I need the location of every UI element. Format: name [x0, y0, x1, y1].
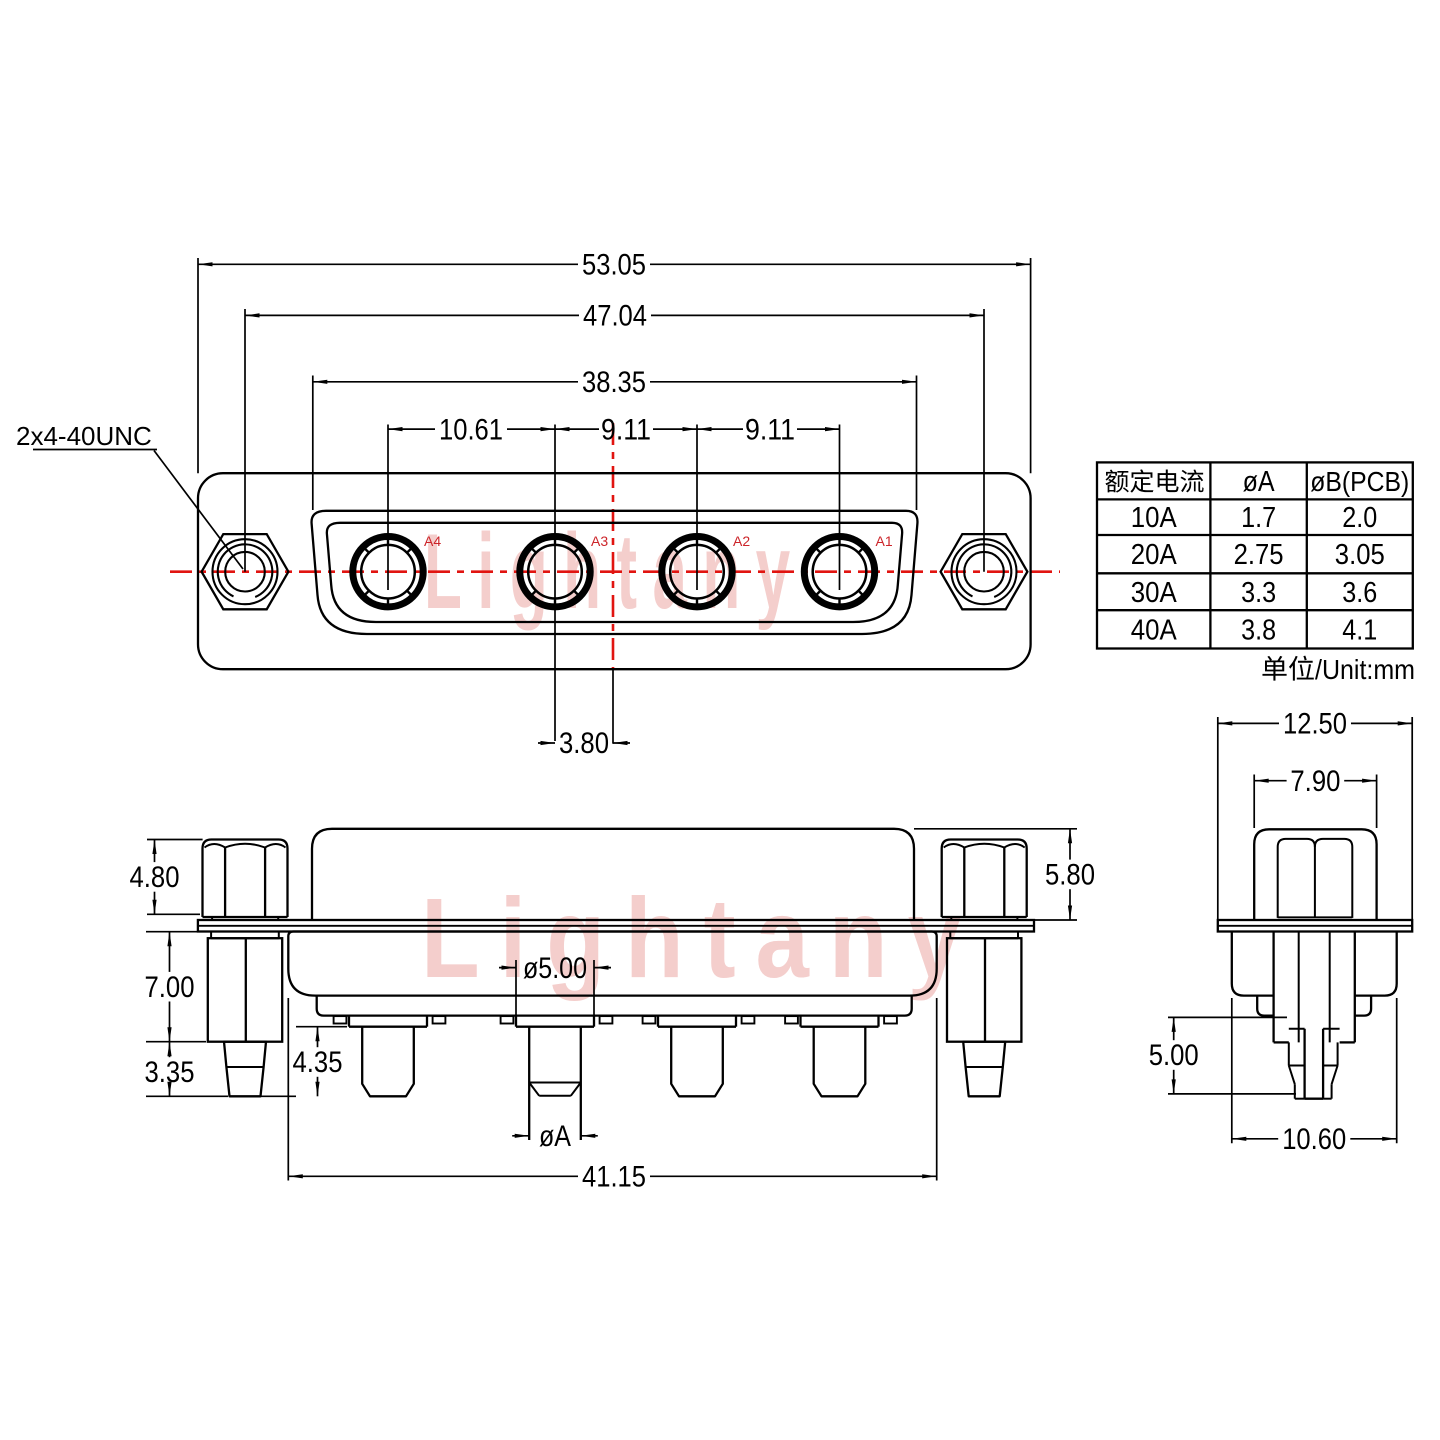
svg-text:2.75: 2.75 [1234, 539, 1284, 571]
svg-text:1.7: 1.7 [1241, 502, 1276, 534]
svg-text:4.35: 4.35 [293, 1046, 343, 1079]
svg-text:øA: øA [1243, 466, 1276, 498]
svg-text:10.60: 10.60 [1282, 1123, 1346, 1156]
svg-text:3.3: 3.3 [1241, 577, 1276, 609]
svg-text:7.00: 7.00 [145, 971, 195, 1004]
svg-text:4.1: 4.1 [1342, 614, 1377, 646]
svg-text:øA: øA [539, 1120, 571, 1153]
svg-text:/Unit:mm: /Unit:mm [1315, 654, 1415, 685]
svg-text:3.6: 3.6 [1342, 577, 1377, 609]
svg-text:12.50: 12.50 [1283, 708, 1347, 741]
svg-text:38.35: 38.35 [582, 366, 646, 399]
svg-text:A1: A1 [876, 533, 893, 549]
svg-text:7.90: 7.90 [1290, 765, 1340, 798]
svg-text:2x4-40UNC: 2x4-40UNC [16, 421, 152, 451]
svg-text:47.04: 47.04 [583, 300, 647, 333]
svg-text:3.8: 3.8 [1241, 614, 1276, 646]
svg-text:10A: 10A [1131, 502, 1178, 534]
svg-text:3.35: 3.35 [145, 1056, 195, 1089]
svg-text:A3: A3 [591, 533, 608, 549]
svg-text:5.80: 5.80 [1045, 859, 1095, 892]
svg-text:40A: 40A [1131, 614, 1178, 646]
svg-text:53.05: 53.05 [582, 249, 646, 282]
svg-text:3.80: 3.80 [559, 727, 609, 760]
svg-text:10.61: 10.61 [439, 413, 503, 446]
svg-text:ø5.00: ø5.00 [523, 952, 587, 985]
svg-text:Lightany: Lightany [421, 876, 981, 1002]
svg-text:20A: 20A [1131, 539, 1178, 571]
svg-text:9.11: 9.11 [601, 413, 651, 446]
svg-text:5.00: 5.00 [1149, 1039, 1199, 1072]
svg-text:9.11: 9.11 [745, 413, 795, 446]
svg-text:3.05: 3.05 [1335, 539, 1385, 571]
svg-text:4.80: 4.80 [130, 861, 180, 894]
svg-text:30A: 30A [1131, 577, 1178, 609]
svg-text:2.0: 2.0 [1342, 502, 1377, 534]
svg-text:A4: A4 [424, 533, 441, 549]
svg-text:A2: A2 [733, 533, 750, 549]
svg-text:øB(PCB): øB(PCB) [1310, 466, 1409, 497]
svg-text:41.15: 41.15 [582, 1161, 646, 1194]
